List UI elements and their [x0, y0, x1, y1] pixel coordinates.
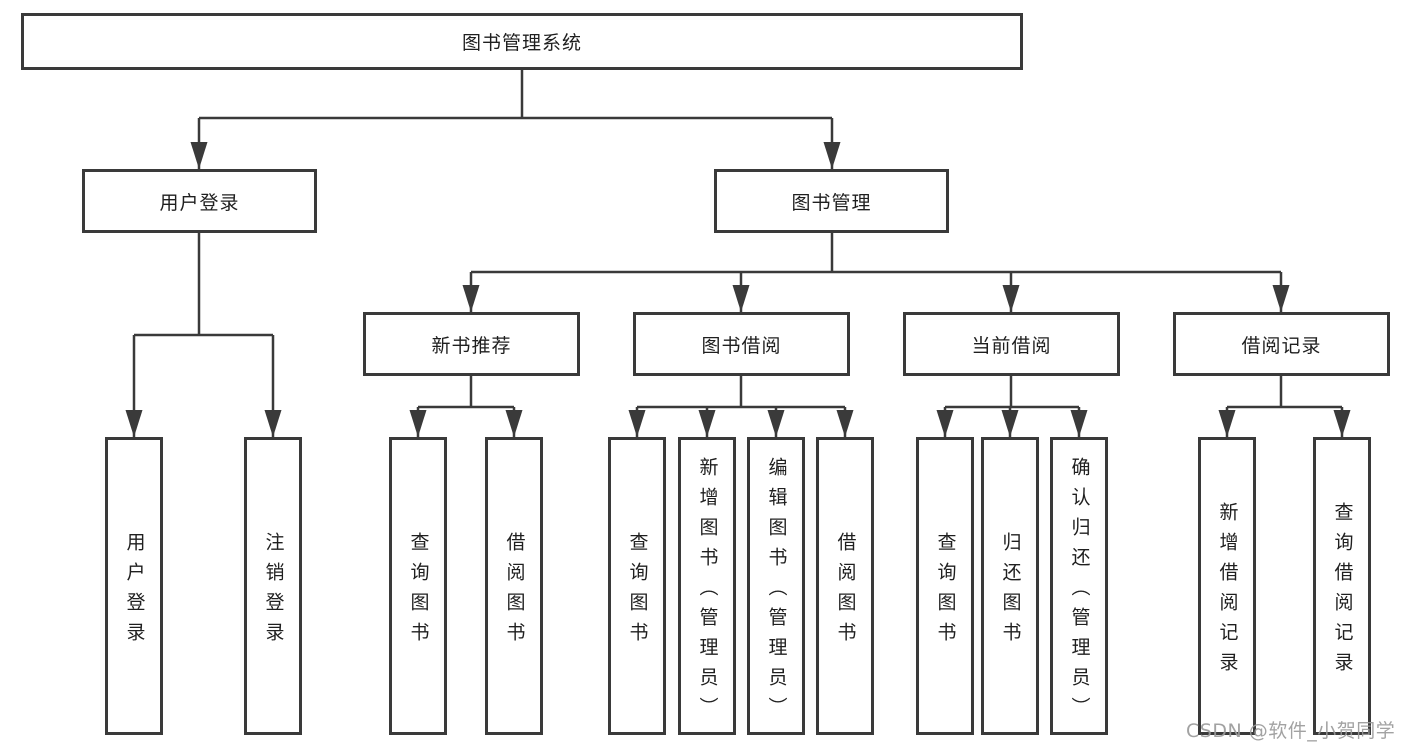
- node-label: 新书推荐: [431, 334, 512, 357]
- connector-root-to-level2: [190, 70, 841, 169]
- arrow-down-icon: [190, 142, 208, 169]
- node-label: 用户登录: [159, 191, 240, 214]
- arrow-down-icon: [125, 410, 143, 437]
- node-label: 注销登录: [262, 531, 285, 652]
- connector-path: [197, 70, 834, 169]
- node-label: 借阅图书: [834, 531, 857, 652]
- node-label: 图书借阅: [701, 334, 782, 357]
- node-label: 图书管理: [791, 191, 872, 214]
- node-label: 查询图书: [407, 531, 430, 652]
- node-label: 图书管理系统: [461, 32, 582, 54]
- connector-path: [1225, 376, 1344, 437]
- node-label: 查询图书: [934, 531, 957, 652]
- node-new-book-rec: 新书推荐: [363, 312, 580, 376]
- node-label: 借阅记录: [1241, 334, 1322, 357]
- arrow-down-icon: [628, 410, 646, 437]
- node-borrow-record: 借阅记录: [1173, 312, 1390, 376]
- node-label: 查询图书: [626, 531, 649, 652]
- node-leaf-br-add-record: 新增借阅记录: [1198, 437, 1256, 735]
- node-root: 图书管理系统: [21, 13, 1023, 70]
- connector-path: [469, 233, 1283, 312]
- node-leaf-user-login: 用户登录: [105, 437, 163, 735]
- node-leaf-rec-borrow-book: 借阅图书: [485, 437, 543, 735]
- node-label: 借阅图书: [503, 531, 526, 652]
- connector-new-book-rec-to-leaves: [409, 376, 523, 437]
- connector-book-mgmt-to-level3: [462, 233, 1290, 312]
- arrow-down-icon: [698, 410, 716, 437]
- arrow-down-icon: [823, 142, 841, 169]
- arrow-down-icon: [767, 410, 785, 437]
- node-label: 确认归还（管理员）: [1068, 456, 1091, 727]
- arrow-down-icon: [1070, 410, 1088, 437]
- node-leaf-bb-add-book: 新增图书（管理员）: [678, 437, 736, 735]
- node-leaf-br-query-record: 查询借阅记录: [1313, 437, 1371, 735]
- node-label: 新增借阅记录: [1216, 501, 1239, 682]
- arrow-down-icon: [732, 285, 750, 312]
- node-leaf-cb-confirm-return: 确认归还（管理员）: [1050, 437, 1108, 735]
- arrow-down-icon: [462, 285, 480, 312]
- node-leaf-rec-query-book: 查询图书: [389, 437, 447, 735]
- node-label: 用户登录: [123, 531, 146, 652]
- node-leaf-logout: 注销登录: [244, 437, 302, 735]
- arrow-down-icon: [409, 410, 427, 437]
- node-leaf-bb-query-book: 查询图书: [608, 437, 666, 735]
- node-leaf-bb-borrow-book: 借阅图书: [816, 437, 874, 735]
- watermark: CSDN @软件_小贺同学: [1186, 720, 1396, 742]
- node-label: 编辑图书（管理员）: [765, 456, 788, 727]
- node-leaf-cb-return-book: 归还图书: [981, 437, 1039, 735]
- connector-user-login-to-leaves: [125, 233, 282, 437]
- connector-path: [132, 233, 275, 437]
- arrow-down-icon: [1218, 410, 1236, 437]
- arrow-down-icon: [1272, 285, 1290, 312]
- connector-book-borrow-to-leaves: [628, 376, 854, 437]
- node-book-mgmt: 图书管理: [714, 169, 949, 233]
- connector-borrow-record-to-leaves: [1218, 376, 1351, 437]
- connector-current-borrow-to-leaves: [936, 376, 1088, 437]
- arrow-down-icon: [505, 410, 523, 437]
- node-user-login: 用户登录: [82, 169, 317, 233]
- arrow-down-icon: [1002, 285, 1020, 312]
- node-label: 当前借阅: [971, 334, 1052, 357]
- node-leaf-cb-query-book: 查询图书: [916, 437, 974, 735]
- node-label: 归还图书: [999, 531, 1022, 652]
- connector-path: [416, 376, 516, 437]
- arrow-down-icon: [836, 410, 854, 437]
- node-leaf-bb-edit-book: 编辑图书（管理员）: [747, 437, 805, 735]
- node-current-borrow: 当前借阅: [903, 312, 1120, 376]
- node-book-borrow: 图书借阅: [633, 312, 850, 376]
- arrow-down-icon: [264, 410, 282, 437]
- arrow-down-icon: [936, 410, 954, 437]
- arrow-down-icon: [1333, 410, 1351, 437]
- node-label: 新增图书（管理员）: [696, 456, 719, 727]
- arrow-down-icon: [1001, 410, 1019, 437]
- connector-path: [635, 376, 847, 437]
- node-label: 查询借阅记录: [1331, 501, 1354, 682]
